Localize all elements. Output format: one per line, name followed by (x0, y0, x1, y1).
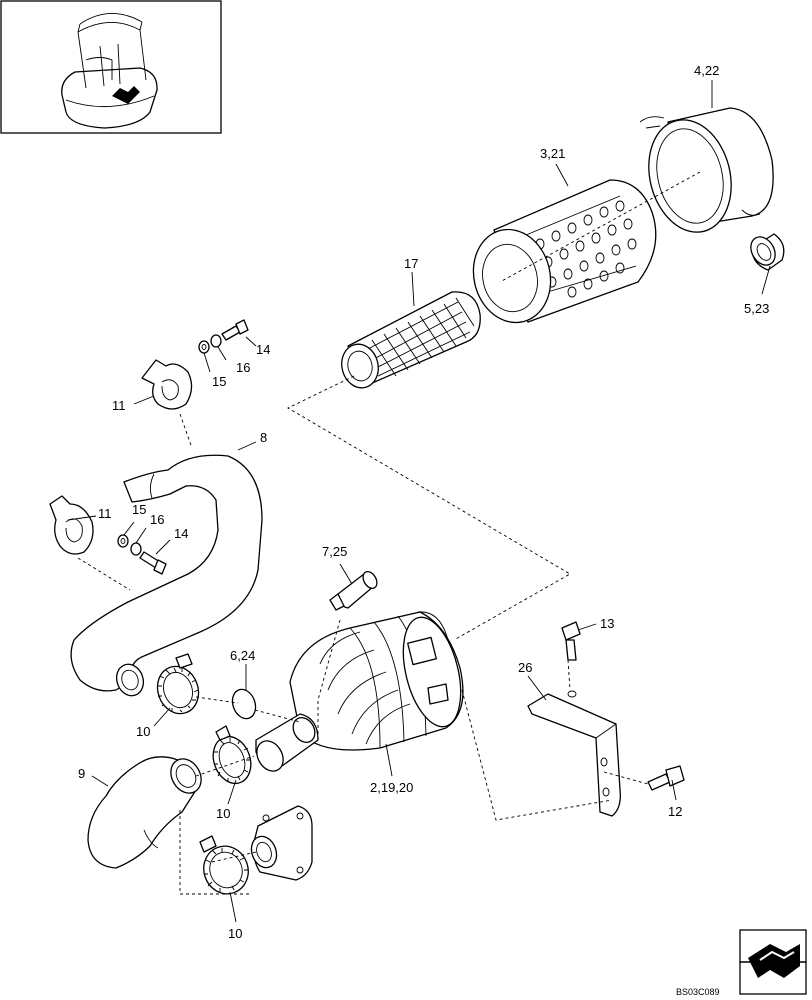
part-15-washer-upper (198, 340, 210, 354)
callout-3-21: 3,21 (540, 146, 565, 161)
callout-4-22: 4,22 (694, 63, 719, 78)
callout-16-upper: 16 (236, 360, 250, 375)
part-10-hose-clamp-a (156, 653, 200, 715)
part-7-25-service-indicator (329, 570, 378, 611)
callout-12: 12 (668, 804, 682, 819)
callout-6-24: 6,24 (230, 648, 255, 663)
orientation-arrow-icon (739, 929, 807, 995)
part-16-lockwasher-upper (210, 334, 222, 348)
part-26-bracket (527, 690, 621, 817)
part-16-lockwasher-lower (130, 542, 142, 556)
part-13-bolt (561, 621, 581, 661)
part-3-21-filter-element (472, 179, 657, 324)
drawing-code: BS03C089 (676, 987, 720, 997)
callout-2-19-20: 2,19,20 (370, 780, 413, 795)
part-14-bolt-lower (139, 551, 167, 575)
callout-10-b: 10 (216, 806, 230, 821)
part-6-24-gasket (231, 688, 257, 720)
part-15-washer-lower (117, 534, 129, 548)
part-11-hose-clip-upper (141, 359, 193, 410)
callout-26: 26 (518, 660, 532, 675)
machine-locator-icon (0, 0, 222, 134)
leader-lines (67, 80, 771, 923)
part-4-22-filter-cover (639, 107, 774, 233)
part-9-lower-hose (87, 756, 202, 869)
part-2-19-20-air-cleaner-housing (255, 611, 464, 772)
callout-15-lower: 15 (132, 502, 146, 517)
callout-labels: 4,22 3,21 17 5,23 14 16 15 11 8 11 15 16… (78, 63, 769, 941)
part-10-hose-clamp-b (212, 725, 252, 785)
callout-14-lower: 14 (174, 526, 188, 541)
part-12-bolt (647, 765, 685, 791)
callout-14-upper: 14 (256, 342, 270, 357)
callout-5-23: 5,23 (744, 301, 769, 316)
assembly-lines (77, 171, 701, 895)
callout-9: 9 (78, 766, 85, 781)
part-14-bolt-upper (221, 319, 249, 341)
callout-10-a: 10 (136, 724, 150, 739)
part-8-upper-hose (70, 454, 263, 697)
callout-11-upper: 11 (112, 398, 126, 413)
callout-11-lower: 11 (98, 506, 112, 521)
callout-7-25: 7,25 (322, 544, 347, 559)
part-11-hose-clip-lower (49, 495, 94, 555)
callout-13: 13 (600, 616, 614, 631)
callout-8: 8 (260, 430, 267, 445)
intake-port (250, 805, 313, 881)
callout-17: 17 (404, 256, 418, 271)
part-5-23-dust-valve (750, 233, 785, 271)
callout-16-lower: 16 (150, 512, 164, 527)
callout-15-upper: 15 (212, 374, 226, 389)
part-10-hose-clamp-c (199, 835, 249, 895)
part-17-safety-element (341, 291, 481, 389)
callout-10-c: 10 (228, 926, 242, 941)
